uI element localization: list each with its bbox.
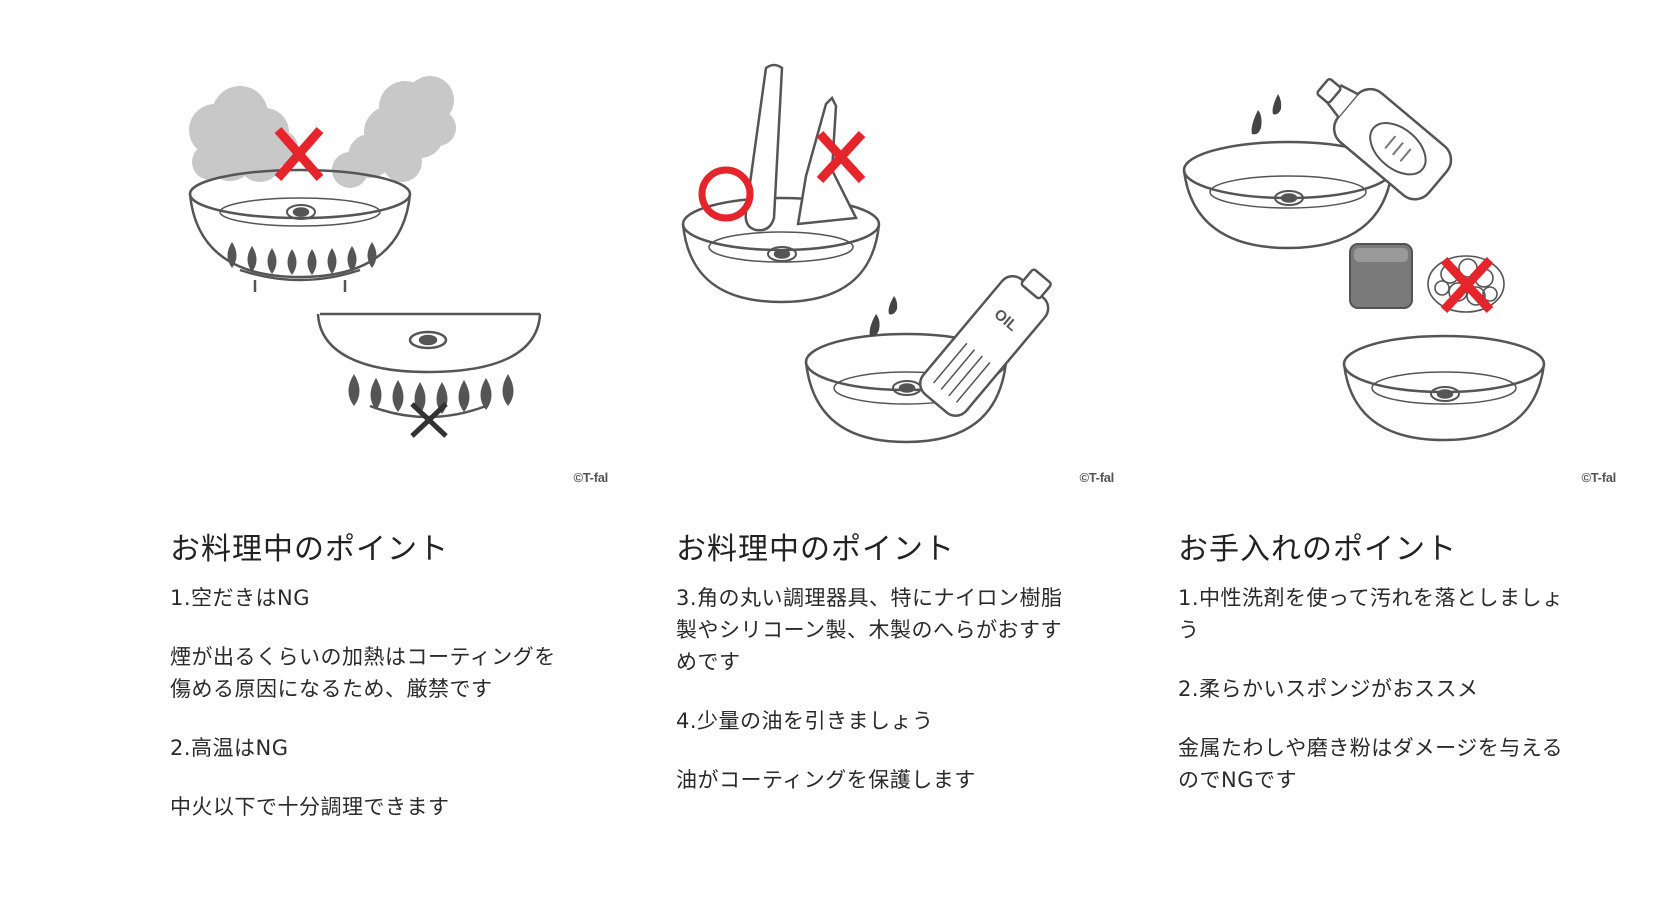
copyright-credit: ©T-fal xyxy=(1079,470,1114,485)
tip-card-1: ©T-fal お料理中のポイント 1.空だきはNG 煙が出るくらいの加熱はコーテ… xyxy=(170,52,610,850)
copyright-credit: ©T-fal xyxy=(1581,470,1616,485)
ng-cross-icon xyxy=(274,127,324,181)
metal-turner-icon xyxy=(796,95,858,226)
tip-heading: 1.空だきはNG xyxy=(170,586,311,610)
tip-text: 油がコーティングを保護します xyxy=(676,768,976,792)
tip-heading: 3.角の丸い調理器具、特にナイロン樹脂 製やシリコーン製、木製のへらがおすす め… xyxy=(676,586,1063,674)
sponge-icon xyxy=(1349,243,1413,309)
flame-icon xyxy=(227,242,377,275)
copyright-credit: ©T-fal xyxy=(573,470,608,485)
tip-card-2: OIL ©T-fal お料理中のポイント 3.角の丸い調理器具、特にナイロン樹脂… xyxy=(676,52,1116,823)
tip-text: 金属たわしや磨き粉はダメージを与える のでNGです xyxy=(1178,736,1564,792)
smoke-icon xyxy=(189,76,456,188)
spatula-icon xyxy=(744,63,784,232)
burner-icon xyxy=(239,268,361,292)
card-title: お料理中のポイント xyxy=(170,532,449,567)
oil-drop-icon xyxy=(869,296,898,337)
detergent-drop-icon xyxy=(1251,94,1282,135)
ng-cross-icon xyxy=(410,402,448,438)
card-body: 3.角の丸い調理器具、特にナイロン樹脂 製やシリコーン製、木製のへらがおすす め… xyxy=(676,582,1116,796)
cleaning-illustration-svg xyxy=(1182,78,1546,442)
detergent-bottle-icon xyxy=(1316,78,1453,201)
tip-heading: 2.柔らかいスポンジがおススメ xyxy=(1178,677,1479,701)
frying-pan-icon xyxy=(1342,334,1546,442)
card-title: お料理中のポイント xyxy=(676,532,955,567)
ng-cross-icon xyxy=(816,130,866,184)
illustration-utensils-oil: OIL ©T-fal xyxy=(676,52,1116,492)
ok-circle-icon xyxy=(698,166,754,222)
tip-heading: 2.高温はNG xyxy=(170,736,289,760)
card-body: 1.空だきはNG 煙が出るくらいの加熱はコーティングを 傷める原因になるため、厳… xyxy=(170,582,610,823)
ng-cross-icon xyxy=(1440,256,1494,314)
burner-icon xyxy=(369,404,487,419)
tip-heading: 4.少量の油を引きましょう xyxy=(676,709,934,733)
utensils-oil-illustration-svg: OIL xyxy=(681,63,1052,444)
tip-text: 中火以下で十分調理できます xyxy=(170,795,450,819)
oil-bottle-icon: OIL xyxy=(919,268,1052,417)
tip-text: 煙が出るくらいの加熱はコーティングを 傷める原因になるため、厳禁です xyxy=(170,645,556,701)
illustration-cleaning: ©T-fal xyxy=(1178,52,1618,492)
tip-card-3: ©T-fal お手入れのポイント 1.中性洗剤を使って汚れを落としましょ う 2… xyxy=(1178,52,1618,823)
tip-heading: 1.中性洗剤を使って汚れを落としましょ う xyxy=(1178,586,1564,642)
card-title: お手入れのポイント xyxy=(1178,532,1457,567)
steel-wool-icon xyxy=(1427,255,1505,313)
empty-heating-illustration-svg xyxy=(188,76,542,438)
card-body: 1.中性洗剤を使って汚れを落としましょ う 2.柔らかいスポンジがおススメ 金属… xyxy=(1178,582,1618,796)
frying-pan-icon xyxy=(316,312,542,374)
flame-icon xyxy=(348,374,514,414)
frying-pan-icon xyxy=(188,168,412,279)
illustration-empty-heating: ©T-fal xyxy=(170,52,610,492)
frying-pan-icon xyxy=(681,196,881,304)
